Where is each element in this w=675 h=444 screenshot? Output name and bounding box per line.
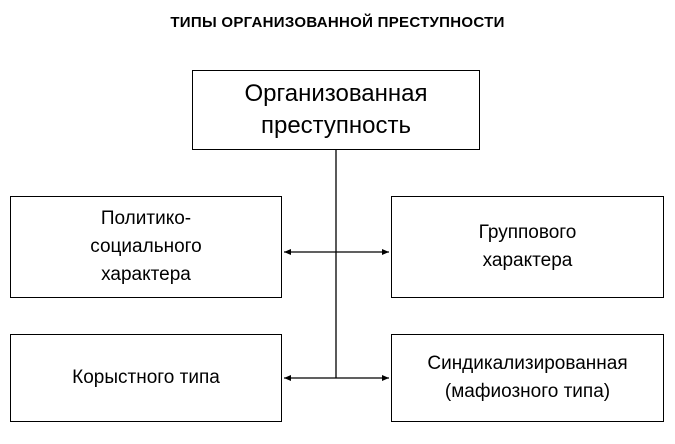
root-node-organized-crime: Организованная преступность <box>192 70 480 150</box>
node-group-character: Группового характера <box>391 196 664 298</box>
diagram-title: ТИПЫ ОРГАНИЗОВАННОЙ ПРЕСТУПНОСТИ <box>170 14 505 31</box>
node-political-social: Политико- социального характера <box>10 196 282 298</box>
node-syndicalized-mafia: Синдикализированная (мафиозного типа) <box>391 334 664 422</box>
node-mercenary-type: Корыстного типа <box>10 334 282 422</box>
